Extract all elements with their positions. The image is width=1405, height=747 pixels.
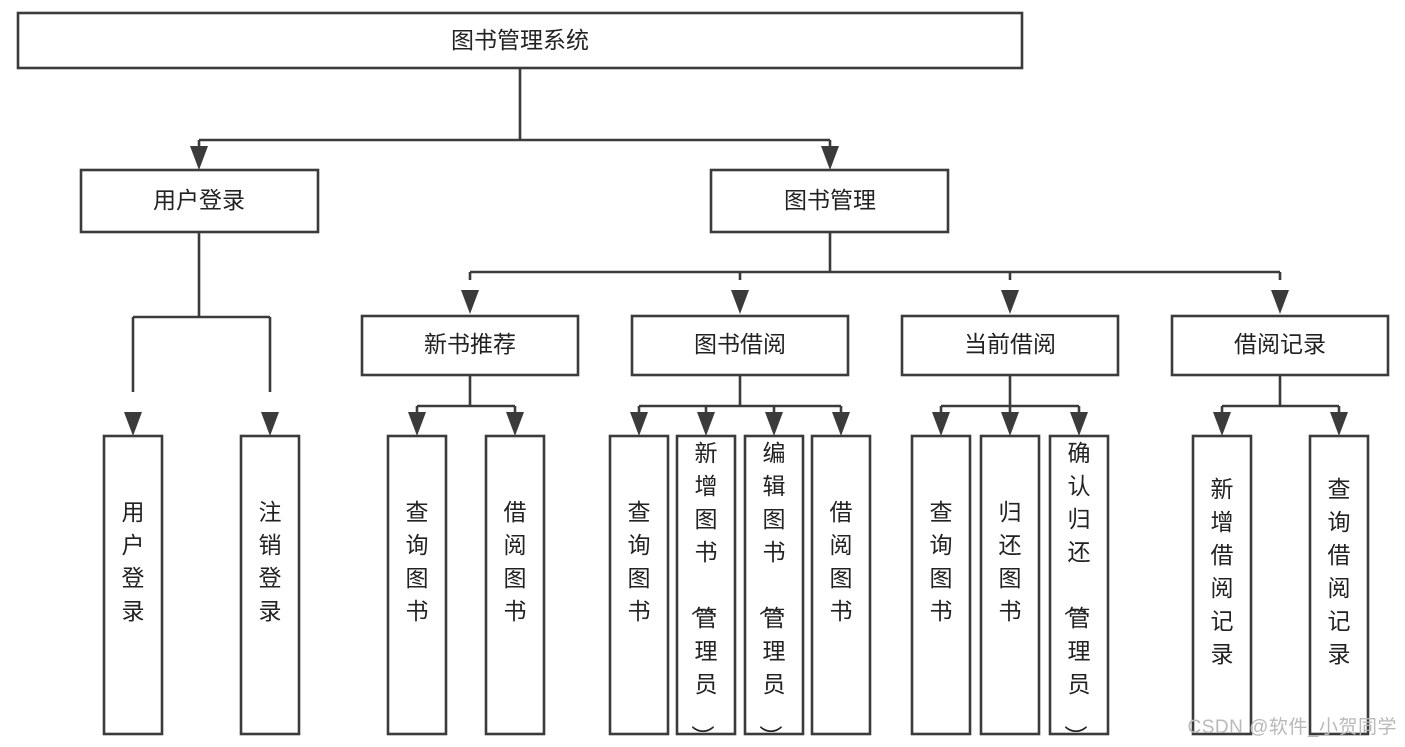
- leaf-box[interactable]: [484, 434, 546, 736]
- connector-edges: [124, 68, 1348, 436]
- node-book-manage[interactable]: 图书管理: [709, 168, 950, 234]
- node-book-borrow[interactable]: 图书借阅: [630, 314, 850, 377]
- leaf-label: 查询图书: [628, 499, 651, 624]
- arrow-to-current-borrow: [1001, 290, 1019, 314]
- leaf-borrow-book[interactable]: 借阅图书: [810, 434, 872, 736]
- arrow-to-leaf: [832, 412, 850, 436]
- arrow-to-leaf: [630, 412, 648, 436]
- leaf-box[interactable]: [102, 434, 164, 736]
- leaf-box[interactable]: [608, 434, 670, 736]
- arrow-to-user-login: [190, 146, 208, 170]
- leaf-query-book-current[interactable]: 查询图书: [910, 434, 972, 736]
- arrow-to-leaf: [697, 412, 715, 436]
- leaf-return-book[interactable]: 归还图书: [979, 434, 1041, 736]
- leaf-box[interactable]: [910, 434, 972, 736]
- leaf-add-book-admin[interactable]: 新增图书（管理员）: [675, 434, 737, 747]
- leaf-borrow-book-newbook[interactable]: 借阅图书: [484, 434, 546, 736]
- leaf-box[interactable]: [979, 434, 1041, 736]
- leaf-label: 注销登录: [259, 499, 282, 624]
- leaf-box[interactable]: [1048, 434, 1110, 736]
- arrow-to-borrow-record: [1271, 290, 1289, 314]
- user-login-box[interactable]: [79, 168, 320, 234]
- leaf-label: 确认归还（管理员）: [1063, 440, 1091, 747]
- leaf-label: 归还图书: [999, 499, 1022, 624]
- arrow-to-book-borrow: [731, 290, 749, 314]
- leaf-query-borrow-record[interactable]: 查询借阅记录: [1308, 434, 1370, 736]
- arrow-to-leaf: [1070, 412, 1088, 436]
- leaf-label: 编辑图书（管理员）: [758, 440, 786, 747]
- arrow-to-leaf: [1213, 412, 1231, 436]
- node-root[interactable]: 图书管理系统: [16, 11, 1024, 70]
- book-borrow-label: 图书借阅: [694, 331, 786, 357]
- arrow-to-leaf: [124, 412, 142, 436]
- arrow-to-leaf: [1001, 412, 1019, 436]
- leaf-label: 查询借阅记录: [1328, 476, 1351, 667]
- leaf-label: 用户登录: [122, 499, 145, 624]
- book-manage-label: 图书管理: [784, 187, 876, 213]
- borrow-record-label: 借阅记录: [1234, 331, 1326, 357]
- current-borrow-box[interactable]: [900, 314, 1120, 377]
- leaf-query-book-newbook[interactable]: 查询图书: [386, 434, 448, 736]
- book-borrow-box[interactable]: [630, 314, 850, 377]
- leaf-box[interactable]: [386, 434, 448, 736]
- leaf-box[interactable]: [239, 434, 301, 736]
- leaf-box[interactable]: [743, 434, 805, 736]
- leaf-label: 查询图书: [930, 499, 953, 624]
- arrow-to-leaf: [1330, 412, 1348, 436]
- leaf-label: 借阅图书: [830, 499, 853, 624]
- leaf-user-login[interactable]: 用户登录: [102, 434, 164, 736]
- node-borrow-record[interactable]: 借阅记录: [1170, 314, 1390, 377]
- leaf-box[interactable]: [1308, 434, 1370, 736]
- node-user-login[interactable]: 用户登录: [79, 168, 320, 234]
- arrow-to-leaf: [261, 412, 279, 436]
- leaf-label: 新增借阅记录: [1211, 476, 1234, 667]
- arrow-to-leaf: [765, 412, 783, 436]
- book-manage-box[interactable]: [709, 168, 950, 234]
- current-borrow-label: 当前借阅: [964, 331, 1056, 357]
- leaf-label: 借阅图书: [504, 499, 527, 624]
- node-new-book[interactable]: 新书推荐: [360, 314, 580, 377]
- leaf-confirm-return-admin[interactable]: 确认归还（管理员）: [1048, 434, 1110, 747]
- leaf-box[interactable]: [810, 434, 872, 736]
- leaf-add-borrow-record[interactable]: 新增借阅记录: [1191, 434, 1253, 736]
- arrow-to-book-manage: [821, 146, 839, 170]
- arrow-to-leaf: [408, 412, 426, 436]
- new-book-box[interactable]: [360, 314, 580, 377]
- leaf-box[interactable]: [1191, 434, 1253, 736]
- borrow-record-box[interactable]: [1170, 314, 1390, 377]
- leaf-user-logout[interactable]: 注销登录: [239, 434, 301, 736]
- arrow-to-new-book: [461, 290, 479, 314]
- user-login-label: 用户登录: [153, 187, 245, 213]
- leaf-query-book-borrow[interactable]: 查询图书: [608, 434, 670, 736]
- root-label: 图书管理系统: [451, 27, 589, 53]
- root-box[interactable]: [16, 11, 1024, 70]
- new-book-label: 新书推荐: [424, 331, 516, 357]
- node-current-borrow[interactable]: 当前借阅: [900, 314, 1120, 377]
- leaf-box[interactable]: [675, 434, 737, 736]
- arrow-to-leaf: [506, 412, 524, 436]
- leaf-label: 查询图书: [406, 499, 429, 624]
- leaf-label: 新增图书（管理员）: [690, 440, 718, 747]
- leaf-edit-book-admin[interactable]: 编辑图书（管理员）: [743, 434, 805, 747]
- arrow-to-leaf: [932, 412, 950, 436]
